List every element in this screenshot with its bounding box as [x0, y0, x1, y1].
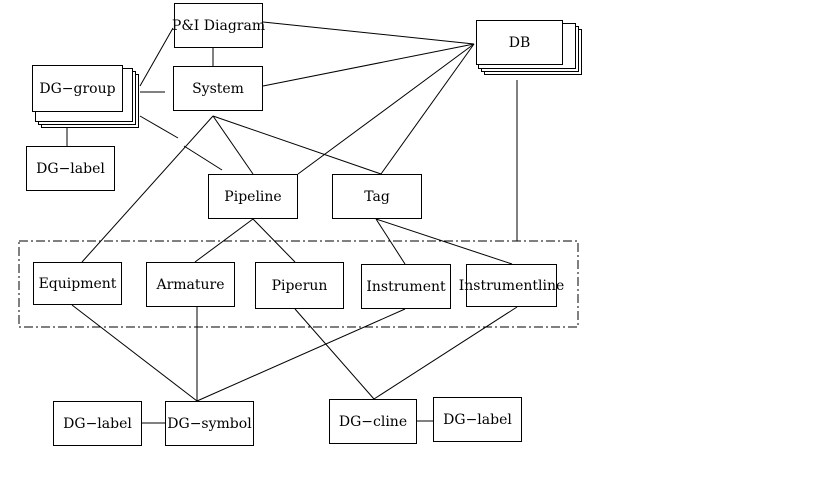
dg-symbol-box: DG−symbol	[165, 401, 254, 446]
group-container	[18, 240, 579, 328]
tag-box: Tag	[332, 174, 422, 219]
piperun-box: Piperun	[255, 262, 344, 309]
dg-group-box: DG−group	[32, 65, 123, 112]
edge-pipeline-db	[297, 43, 475, 175]
system-box: System	[173, 66, 263, 111]
edge-system-tag	[212, 115, 382, 175]
edge-system-pipeline	[212, 115, 254, 175]
edge-tag-instrument	[375, 218, 406, 265]
edge-instrument-dgsymbol	[196, 308, 406, 402]
equipment-box: Equipment	[33, 262, 122, 305]
edge-dggroup-pipeline	[139, 115, 179, 139]
instrument-box: Instrument	[361, 264, 451, 309]
dg-label-bottom-left-box: DG−label	[53, 401, 142, 446]
edge-system-db	[262, 43, 475, 87]
edge-system-equipment	[81, 115, 214, 263]
dg-label-top-box: DG−label	[26, 146, 115, 191]
edge-pid-db	[262, 21, 475, 45]
edge-system-pipeline-2	[183, 145, 223, 171]
dg-cline-box: DG−cline	[329, 399, 417, 444]
db-box: DB	[476, 20, 563, 65]
instrumentline-box: Instrumentline	[459, 264, 564, 307]
armature-box: Armature	[146, 262, 235, 307]
edge-piperun-dgcline	[294, 308, 375, 400]
edge-tag-instrumentline	[375, 218, 513, 265]
edge-pipeline-piperun	[252, 218, 296, 263]
edge-equipment-dgsymbol	[71, 304, 198, 402]
edge-dggroup-pid	[139, 27, 174, 87]
edge-pipeline-armature	[194, 218, 254, 263]
edge-instrumentline-dgcline	[373, 306, 518, 400]
edge-tag-db	[380, 43, 475, 175]
pid-diagram-box: P&I Diagram	[172, 3, 265, 48]
dg-label-bottom-right-box: DG−label	[433, 397, 522, 442]
pipeline-box: Pipeline	[208, 174, 298, 219]
